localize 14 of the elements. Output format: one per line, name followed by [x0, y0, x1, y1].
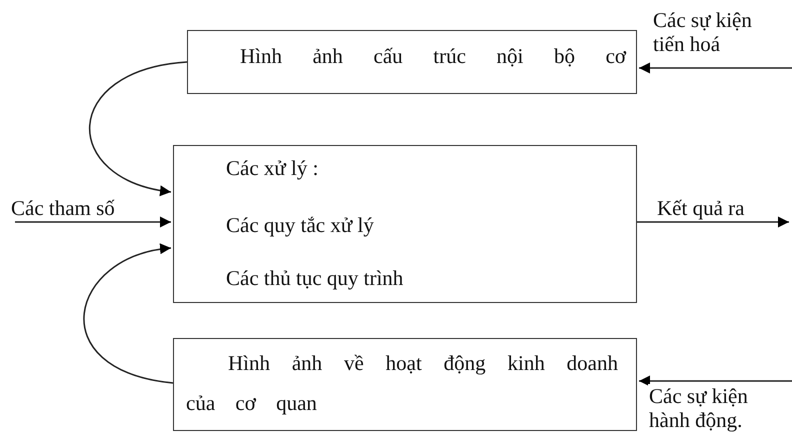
arrow — [639, 62, 792, 74]
box-text: Các quy tắc xử lý — [226, 213, 374, 238]
arrow — [89, 61, 188, 196]
process-box — [173, 145, 637, 303]
process-box — [173, 338, 637, 431]
box-text: Các xử lý : — [226, 156, 318, 182]
arrow — [15, 216, 171, 228]
box-text: Hình ảnh cấu trúc nội bộ cơ — [240, 44, 626, 69]
box-text: Hình ảnh về hoạt động kinh doanh của cơ quan — [186, 350, 618, 417]
arrow — [637, 216, 789, 228]
arrow — [84, 244, 174, 384]
arrow — [639, 376, 792, 386]
box-text: Các thủ tục quy trình — [226, 266, 404, 292]
process-box — [187, 30, 637, 94]
